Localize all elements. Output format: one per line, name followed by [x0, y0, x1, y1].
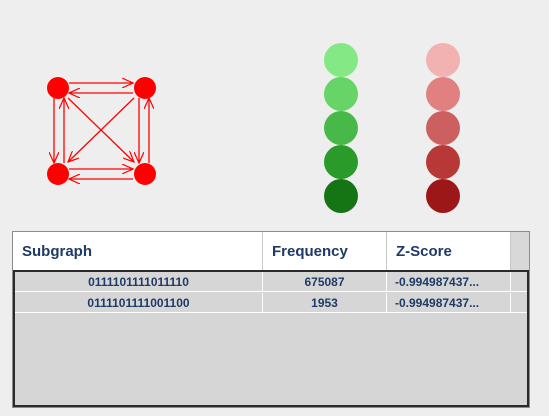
cell-zscore: -0.994987437...	[387, 272, 511, 292]
color-legend-dot	[426, 43, 460, 77]
color-legend-dot	[324, 145, 358, 179]
color-legend-dot	[324, 77, 358, 111]
cell-frequency: 675087	[263, 272, 387, 292]
subgraph-table: Subgraph Frequency Z-Score 0111101111011…	[12, 231, 530, 408]
motif-node	[47, 163, 69, 185]
color-legend-dot	[324, 111, 358, 145]
cell-frequency: 1953	[263, 293, 387, 313]
color-legend-dot	[426, 145, 460, 179]
column-header-zscore[interactable]: Z-Score	[387, 232, 511, 270]
red-color-legend	[426, 43, 460, 213]
table-header: Subgraph Frequency Z-Score	[13, 232, 529, 270]
motif-node	[134, 163, 156, 185]
color-legend-dot	[324, 43, 358, 77]
green-color-legend	[324, 43, 358, 213]
motif-edge	[68, 97, 135, 162]
table-corner	[511, 232, 529, 270]
color-legend-dot	[426, 77, 460, 111]
motif-node	[47, 77, 69, 99]
motif-node	[134, 77, 156, 99]
table-row[interactable]: 0111101111001100 1953 -0.994987437...	[15, 293, 527, 313]
cell-zscore: -0.994987437...	[387, 293, 511, 313]
column-header-subgraph[interactable]: Subgraph	[13, 232, 263, 270]
cell-subgraph: 0111101111001100	[15, 293, 263, 313]
table-body[interactable]: 0111101111011110 675087 -0.994987437... …	[13, 270, 529, 407]
color-legend-dot	[426, 179, 460, 213]
motif-edges	[54, 83, 149, 179]
column-header-frequency[interactable]: Frequency	[263, 232, 387, 270]
color-legend-dot	[324, 179, 358, 213]
table-row[interactable]: 0111101111011110 675087 -0.994987437...	[15, 272, 527, 292]
cell-subgraph: 0111101111011110	[15, 272, 263, 292]
motif-nodes	[47, 77, 156, 185]
color-legend-dot	[426, 111, 460, 145]
